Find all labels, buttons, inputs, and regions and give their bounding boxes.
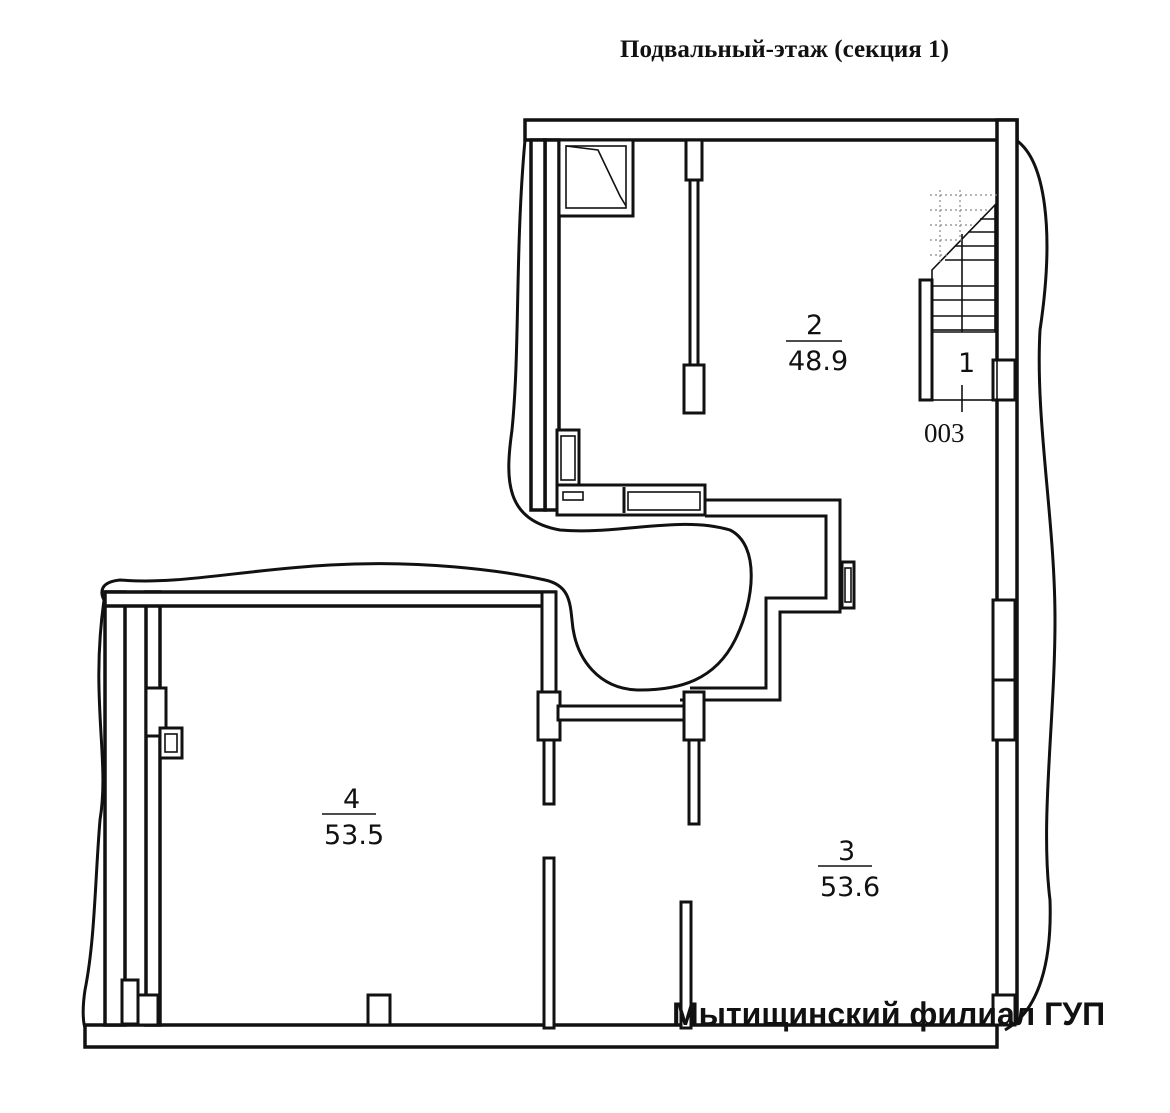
room-1-code: 003 [924, 418, 965, 448]
left-wall-box-inner [164, 733, 178, 753]
wall-lower-left-outer [103, 590, 127, 1027]
right-wall-column [991, 678, 1017, 742]
corridor-door-frame-inner [844, 567, 852, 603]
stair-upper-dotted [930, 190, 998, 265]
room-4-area: 53.5 [324, 820, 384, 851]
upper-left-outline [81, 139, 753, 1031]
right-wall-column [991, 598, 1017, 682]
left-wall-stub [120, 978, 140, 1026]
partition-4-3-lower [542, 738, 556, 806]
corridor-wall-right [680, 498, 842, 702]
left-wall-box [158, 726, 184, 760]
left-bottom-column [136, 993, 160, 1027]
room-3-number: 3 [838, 836, 855, 867]
room-4-number: 4 [343, 784, 360, 815]
storage-diagonal [565, 145, 627, 207]
partition-room3-lower [687, 738, 701, 826]
right-wall-column [991, 993, 1017, 1027]
storage-box [557, 138, 635, 218]
footer-label: Мытищинский филиал ГУП [672, 996, 1106, 1032]
storage-box-inner [565, 145, 627, 209]
partition-lintel [556, 704, 688, 722]
wall-lower-left-inner [144, 590, 162, 1027]
room-1-number: 1 [958, 348, 975, 379]
left-wall-column [144, 686, 168, 738]
corridor-door-frame [840, 560, 856, 610]
stair-well [931, 329, 998, 401]
wall-upper-left-inner [529, 138, 547, 512]
partition-room2 [684, 138, 704, 182]
wall-bottom [83, 1023, 999, 1049]
partition-room3-column [682, 690, 706, 742]
partition-room2-end [682, 363, 706, 415]
wall-top [523, 118, 1019, 142]
partition-room3-bottom [679, 900, 693, 1030]
shaft-inner-slot [562, 491, 584, 501]
wall-right [995, 118, 1019, 1022]
room-2-number: 2 [806, 310, 823, 341]
room-2-area: 48.9 [788, 346, 848, 377]
room-3-area: 53.6 [820, 872, 880, 903]
right-wall-column [991, 358, 1017, 402]
wall-lower-top [103, 590, 557, 608]
stair-outline [931, 203, 996, 333]
shaft-inner-slot [627, 491, 701, 511]
partition-room2 [688, 178, 700, 367]
shaft-left-box-inner [560, 435, 576, 481]
stair-enclosure [918, 278, 934, 402]
corridor-wall-right-inner [690, 514, 828, 690]
partition-4-3-bottom [542, 856, 556, 1030]
stair-treads [932, 218, 995, 332]
bottom-wall-stub [366, 993, 392, 1027]
partition-4-3-top [540, 590, 558, 694]
plan-title: Подвальный-этаж (секция 1) [620, 36, 949, 63]
